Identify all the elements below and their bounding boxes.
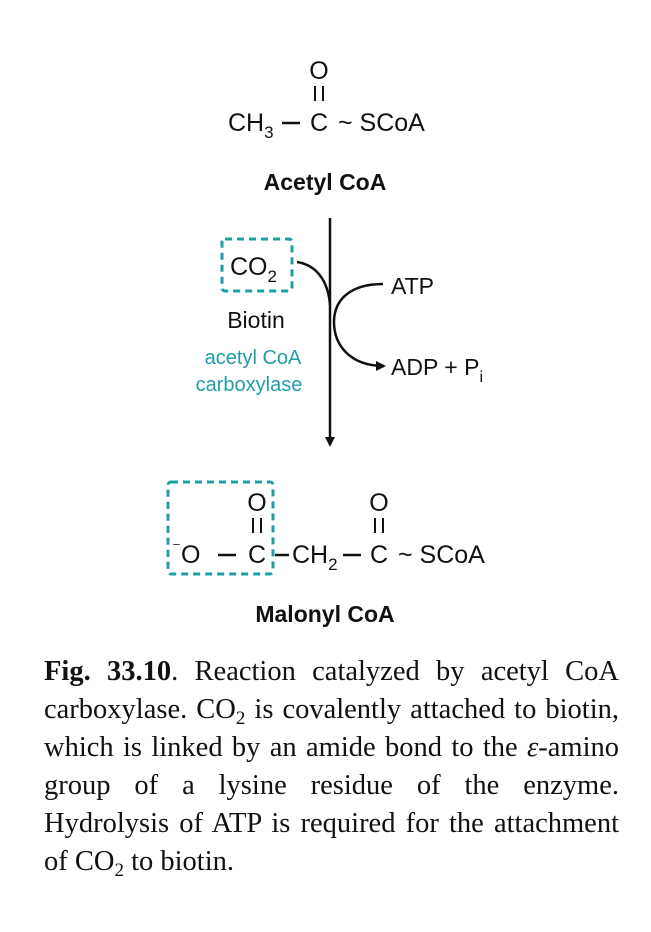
adp-pi-label: ADP + Pi <box>391 354 483 386</box>
malonyl-coa-label: Malonyl CoA <box>255 601 394 627</box>
reaction-diagram: O CH3 C ~ SCoA Acetyl CoA CO2 Biotin ace… <box>166 57 485 627</box>
acetyl-ch3: CH3 <box>228 109 274 142</box>
biotin-label: Biotin <box>227 307 285 333</box>
co2-label: CO2 <box>230 253 277 286</box>
atp-hydrolysis-arrow <box>332 282 386 371</box>
acetyl-coa-structure: O CH3 C ~ SCoA <box>228 57 425 142</box>
malonyl-thioester: ~ SCoA <box>398 541 485 569</box>
co2-incoming-arrow <box>296 260 332 306</box>
acetyl-coa-label: Acetyl CoA <box>264 169 387 195</box>
malonyl-carbon-2: C <box>370 541 388 569</box>
acetyl-thioester: ~ SCoA <box>338 109 425 137</box>
enzyme-label-line2: carboxylase <box>196 374 303 396</box>
acetyl-carbonyl-oxygen: O <box>309 57 328 85</box>
malonyl-carbonyl-oxygen: O <box>369 489 388 517</box>
figure-number: Fig. 33.10 <box>44 656 172 687</box>
malonyl-coa-structure: O O ⁻O C CH2 C ~ SCoA <box>166 480 485 576</box>
malonyl-ch2: CH2 <box>292 541 338 574</box>
carboxyl-dashed-box <box>166 480 275 576</box>
carboxylate-oxygen: ⁻O <box>172 538 200 569</box>
enzyme-label-line1: acetyl CoA <box>205 347 302 369</box>
figure-caption: Fig. 33.10. Reaction catalyzed by acetyl… <box>44 656 619 881</box>
co2-dashed-box <box>220 237 294 293</box>
acetyl-carbon: C <box>310 109 328 137</box>
malonyl-carboxyl-oxygen: O <box>247 489 266 517</box>
malonyl-carbon-1: C <box>248 541 266 569</box>
atp-label: ATP <box>391 273 434 299</box>
